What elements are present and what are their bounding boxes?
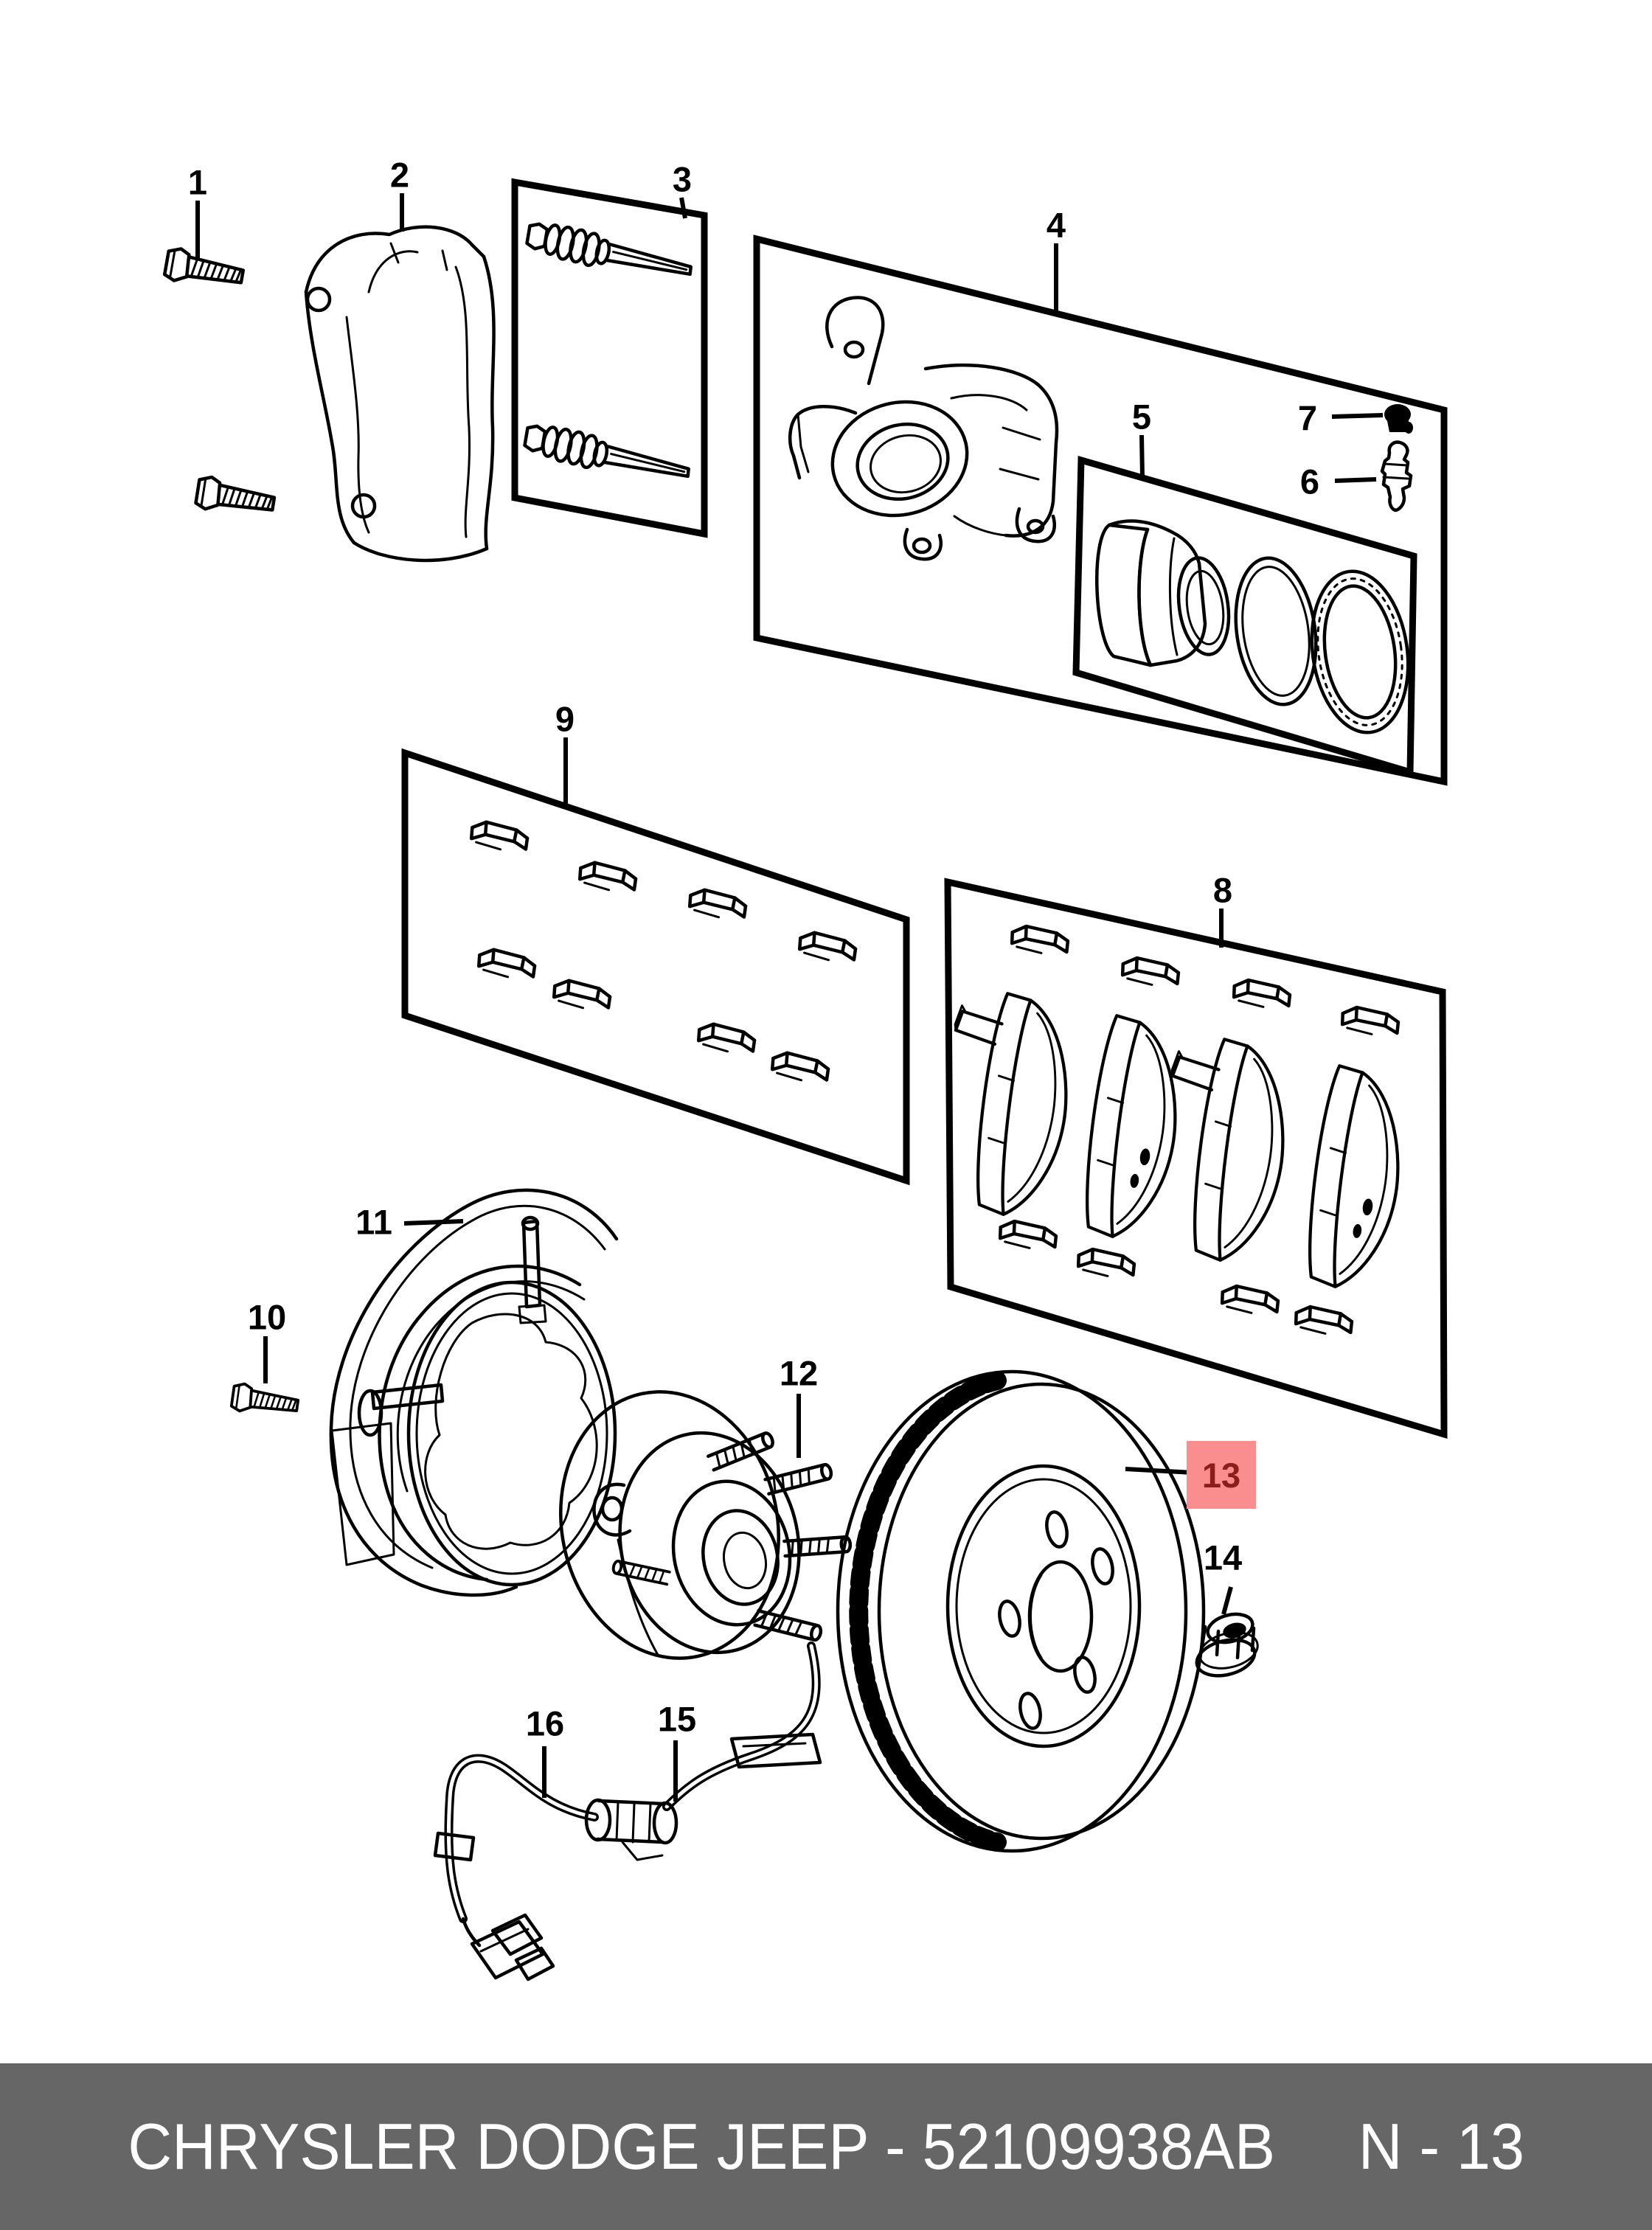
callout-5[interactable]: 5 bbox=[1131, 397, 1152, 437]
abs-sensor-harness-drawing bbox=[433, 1642, 822, 1981]
callout-11[interactable]: 11 bbox=[355, 1202, 392, 1242]
clip-kit-drawing bbox=[470, 820, 857, 1083]
caliper-drawing bbox=[788, 296, 1059, 561]
footer-bar: CHRYSLER DODGE JEEP - 52109938AB N - 13 bbox=[0, 2063, 1652, 2230]
callout-6[interactable]: 6 bbox=[1299, 462, 1320, 501]
hub-bearing-drawing bbox=[559, 1390, 850, 1660]
callout-8[interactable]: 8 bbox=[1212, 870, 1233, 910]
callout-3[interactable]: 3 bbox=[672, 159, 693, 199]
piston-seal-kit-box bbox=[1072, 456, 1417, 777]
caliper-adapter-drawing bbox=[304, 225, 496, 563]
brake-pad-kit-box bbox=[944, 878, 1448, 1439]
caliper-kit-box bbox=[753, 235, 1448, 786]
dust-shield-drawing bbox=[329, 1188, 619, 1597]
callout-1[interactable]: 1 bbox=[187, 162, 208, 202]
hub-nut-drawing bbox=[1195, 1612, 1259, 1678]
bleeder-cap-drawing bbox=[1384, 404, 1413, 434]
callout-leader-lines bbox=[195, 193, 1384, 1802]
callout-10[interactable]: 10 bbox=[247, 1297, 287, 1337]
callout-2[interactable]: 2 bbox=[389, 155, 410, 195]
clip-kit-box bbox=[401, 748, 910, 1186]
footer-catalog-id: CHRYSLER DODGE JEEP - 52109938AB bbox=[128, 2110, 1275, 2183]
bleeder-screw-drawing bbox=[1380, 440, 1413, 513]
footer-text-line: CHRYSLER DODGE JEEP - 52109938AB N - 13 bbox=[128, 2109, 1524, 2184]
callout-13-selected[interactable]: 13 bbox=[1187, 1441, 1256, 1509]
guide-pin-kit-box bbox=[511, 178, 708, 538]
callout-7[interactable]: 7 bbox=[1297, 398, 1318, 438]
callout-15[interactable]: 15 bbox=[657, 1699, 697, 1739]
footer-page-ref: N - 13 bbox=[1358, 2110, 1524, 2183]
shield-bolt-drawing bbox=[229, 1380, 301, 1420]
callout-4[interactable]: 4 bbox=[1046, 205, 1066, 245]
rotor-drawing bbox=[836, 1369, 1206, 1853]
guide-pin-kit-drawing bbox=[522, 219, 694, 488]
adapter-bolts-drawing bbox=[164, 247, 276, 520]
brake-pad-kit-drawing bbox=[930, 925, 1412, 1336]
callout-9[interactable]: 9 bbox=[555, 699, 575, 739]
callout-12[interactable]: 12 bbox=[779, 1353, 819, 1393]
piston-and-seals-drawing bbox=[1095, 519, 1410, 734]
callout-16[interactable]: 16 bbox=[525, 1703, 565, 1743]
callout-14[interactable]: 14 bbox=[1203, 1538, 1243, 1577]
